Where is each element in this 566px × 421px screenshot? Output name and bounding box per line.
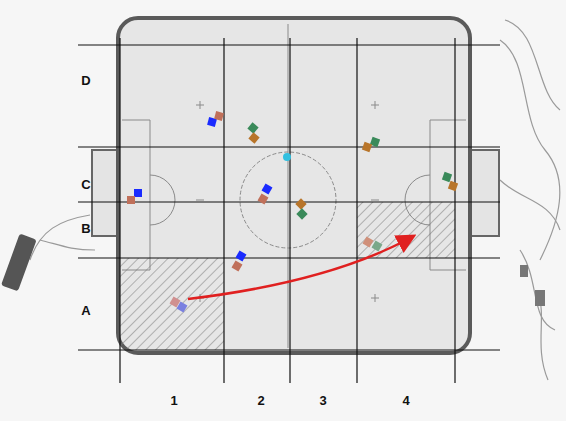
left-goal [92, 150, 120, 236]
row-label: B [81, 222, 90, 235]
column-label: 2 [257, 394, 264, 407]
pass-arrow [188, 237, 412, 299]
field-markings [122, 24, 466, 348]
column-label: 4 [402, 394, 409, 407]
grid-lines [78, 38, 500, 383]
power-adapter [1, 234, 37, 292]
connector [520, 265, 528, 277]
connector [535, 290, 545, 306]
column-label: 1 [170, 394, 177, 407]
row-label: D [81, 74, 90, 87]
column-label: 3 [319, 394, 326, 407]
row-label: A [81, 304, 90, 317]
hatched-zone [357, 202, 455, 258]
row-label: C [81, 178, 90, 191]
hatched-zone [120, 258, 224, 350]
field [118, 18, 470, 353]
robots [127, 111, 458, 312]
